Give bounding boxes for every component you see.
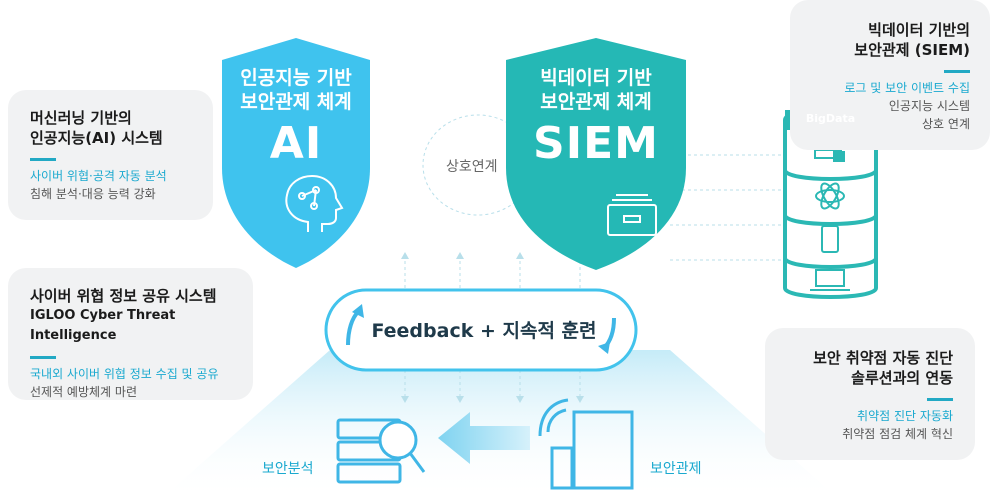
siem-shield-big: SIEM xyxy=(533,118,659,169)
card-title: 빅데이터 기반의 xyxy=(868,21,970,39)
card-vuln: 보안 취약점 자동 진단 솔루션과의 연동 취약점 진단 자동화 취약점 점검 … xyxy=(765,328,975,460)
ai-shield-title: 인공지능 기반 보안관제 체계 xyxy=(222,66,370,114)
siem-title-line: 빅데이터 기반 xyxy=(540,67,652,89)
card-highlight: 취약점 진단 자동화 xyxy=(857,409,953,423)
card-highlight: 사이버 위협·공격 자동 분석 xyxy=(30,169,167,183)
feedback-pill xyxy=(324,288,638,372)
card-highlight: 로그 및 보안 이벤트 수집 xyxy=(844,81,970,95)
security-monitoring-label: 보안관제 xyxy=(650,461,702,477)
bigdata-label: BigData xyxy=(805,112,856,125)
ai-title-line: 보안관제 체계 xyxy=(240,91,352,113)
accent-bar xyxy=(30,356,56,359)
vertical-flow-lines xyxy=(404,255,581,400)
building-signal-icon xyxy=(538,398,634,490)
server-search-icon xyxy=(336,418,426,484)
siem-shield-title: 빅데이터 기반 보안관제 체계 xyxy=(506,66,686,114)
horizontal-flow-lines xyxy=(670,154,785,261)
card-title: 보안 취약점 자동 진단 xyxy=(813,349,953,367)
card-sub: 인공지능 시스템 xyxy=(888,99,970,113)
accent-bar xyxy=(30,158,56,161)
ai-title-line: 인공지능 기반 xyxy=(240,67,352,89)
arrow-left-icon xyxy=(438,412,530,464)
ai-shield-big: AI xyxy=(269,118,323,169)
mobile-phone-icon xyxy=(821,225,839,253)
link-label: 상호연계 xyxy=(446,159,498,175)
card-title: 보안관제 (SIEM) xyxy=(854,41,970,59)
arrow-heads xyxy=(401,252,584,403)
card-title: 솔루션과의 연동 xyxy=(851,369,953,387)
card-title: 머신러닝 기반의 xyxy=(30,109,132,127)
accent-bar xyxy=(927,398,953,401)
security-analysis-label: 보안분석 xyxy=(262,461,314,477)
card-sub: 선제적 예방체계 마련 xyxy=(30,385,137,399)
card-ai-system: 머신러닝 기반의 인공지능(AI) 시스템 사이버 위협·공격 자동 분석 침해… xyxy=(8,90,213,220)
card-sub: 침해 분석·대응 능력 강화 xyxy=(30,187,156,201)
card-cti: 사이버 위협 정보 공유 시스템 IGLOO Cyber Threat Inte… xyxy=(8,268,253,400)
card-title: 사이버 위협 정보 공유 시스템 xyxy=(30,287,217,305)
atom-icon xyxy=(815,182,845,210)
card-siem: 빅데이터 기반의 보안관제 (SIEM) 로그 및 보안 이벤트 수집 인공지능… xyxy=(790,0,990,150)
card-highlight: 국내외 사이버 위협 정보 수집 및 공유 xyxy=(30,367,219,381)
card-sub: 상호 연계 xyxy=(922,117,970,131)
accent-bar xyxy=(944,70,970,73)
ai-head-icon xyxy=(285,174,344,232)
card-sub: 취약점 점검 체계 혁신 xyxy=(842,427,953,441)
glow-area xyxy=(160,350,840,500)
siem-title-line: 보안관제 체계 xyxy=(540,91,652,113)
laptop-icon xyxy=(810,269,850,291)
ai-shield xyxy=(222,38,370,268)
feedback-label: Feedback + 지속적 훈련 xyxy=(371,320,597,342)
card-title: 인공지능(AI) 시스템 xyxy=(30,129,163,147)
file-drawer-icon xyxy=(607,194,657,236)
card-title: IGLOO Cyber Threat Intelligence xyxy=(30,308,176,343)
siem-shield xyxy=(506,38,686,270)
